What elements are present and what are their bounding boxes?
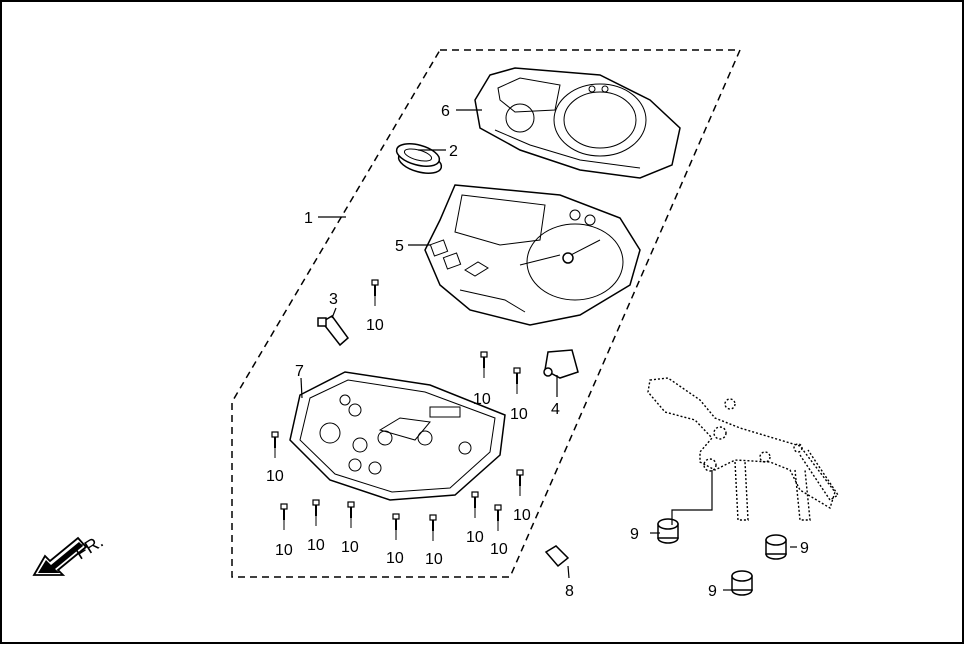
callout-1: 1: [304, 210, 313, 227]
meter-lower-case: [289, 371, 506, 501]
callout-10: 10: [466, 529, 484, 546]
screw: [494, 504, 502, 531]
front-direction-arrow: FR.: [32, 531, 107, 576]
callout-9: 9: [708, 583, 717, 600]
callout-9: 9: [800, 540, 809, 557]
callout-2: 2: [449, 143, 458, 160]
callout-10: 10: [386, 550, 404, 567]
screw: [480, 351, 488, 378]
screw: [429, 514, 437, 541]
callout-8: 8: [565, 583, 574, 600]
meter-stay-bracket: [647, 377, 839, 521]
meter-panel: [424, 184, 641, 326]
bulb-socket: [317, 315, 350, 347]
callout-10: 10: [307, 537, 325, 554]
callout-10: 10: [341, 539, 359, 556]
screw: [312, 499, 320, 526]
leader-lines: [300, 109, 797, 591]
callout-10: 10: [266, 468, 284, 485]
callout-10: 10: [510, 406, 528, 423]
screw: [280, 503, 288, 530]
screw: [516, 469, 524, 496]
callout-10: 10: [425, 551, 443, 568]
screws: [271, 279, 524, 541]
callout-labels: 1 2 3 4 5 6 7 8 9 9 9 10 10 10 10 10 10 …: [266, 103, 809, 600]
damper-rubber-a: [657, 518, 679, 544]
screw: [513, 367, 521, 394]
callout-3: 3: [329, 291, 338, 308]
callout-10: 10: [490, 541, 508, 558]
callout-10: 10: [275, 542, 293, 559]
meter-cover: [474, 67, 681, 179]
screw: [271, 431, 279, 458]
screw: [392, 513, 400, 540]
screw: [471, 491, 479, 518]
callout-5: 5: [395, 238, 404, 255]
callout-6: 6: [441, 103, 450, 120]
screw: [371, 279, 379, 306]
damper-rubber-c: [731, 570, 753, 596]
damper-rubber-b: [765, 534, 787, 560]
clip: [544, 545, 570, 568]
grommet: [395, 143, 443, 174]
fr-label: FR.: [72, 531, 107, 563]
callout-10: 10: [473, 391, 491, 408]
screw: [347, 501, 355, 528]
callout-4: 4: [551, 401, 560, 418]
callout-10: 10: [513, 507, 531, 524]
socket-bulb: [543, 349, 579, 379]
callout-9: 9: [630, 526, 639, 543]
callout-10: 10: [366, 317, 384, 334]
assembly-boundary: [231, 49, 742, 578]
callout-7: 7: [295, 363, 304, 380]
